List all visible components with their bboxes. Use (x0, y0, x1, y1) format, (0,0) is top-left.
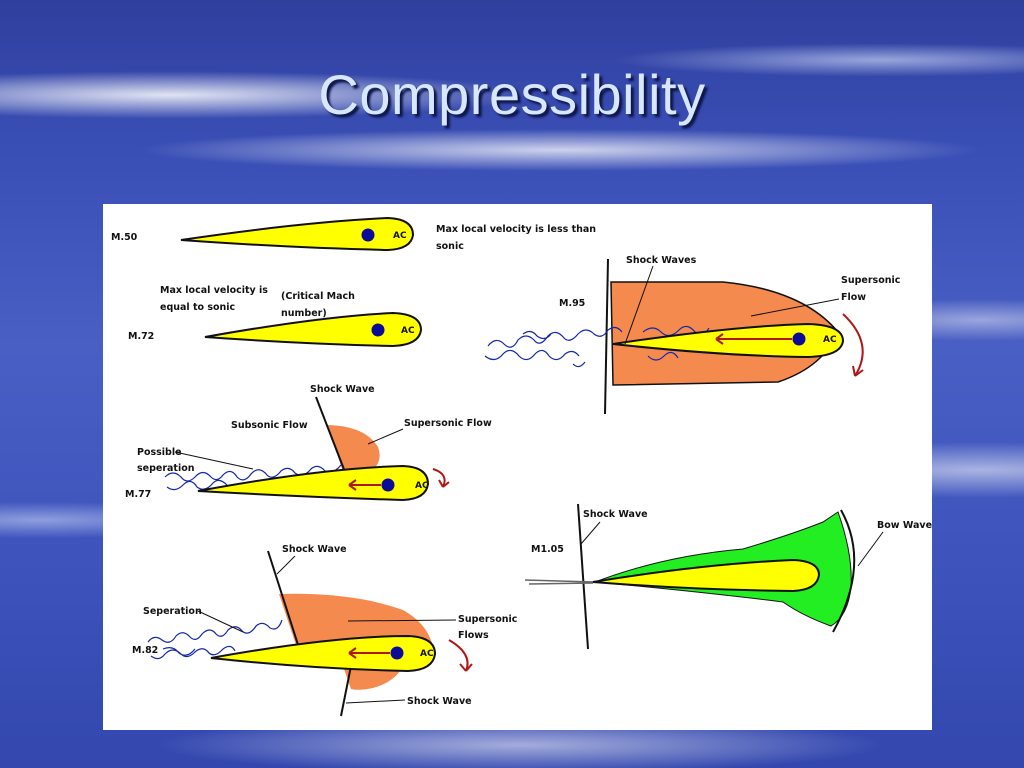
airfoil-m95 (612, 322, 845, 359)
force-arrowhead-m82 (348, 647, 357, 659)
note-m50-line2: sonic (436, 241, 464, 252)
supersonic-label-m82-line1: Supersonic (458, 614, 517, 625)
critical-mach-line2: number) (281, 308, 327, 319)
aerodynamic-center-m95 (792, 332, 806, 346)
ac-label-m82: AC (420, 649, 434, 659)
figure-m105: M1.05 Shock Wave Bow Wave (524, 503, 932, 650)
force-arrowhead-m95 (715, 333, 724, 345)
supersonic-leader-m82 (347, 619, 457, 622)
shock-wave-line-m82-bottom (340, 665, 352, 717)
mach-label-m77: M.77 (125, 489, 151, 500)
shock-leader-m105 (580, 521, 601, 545)
shock-wave-line-m82-top (267, 550, 301, 652)
shock-waves-label-m95: Shock Waves (626, 255, 697, 266)
turbulence-m82 (147, 619, 283, 660)
diagram-panel: AC M.50 Max local velocity is less than … (103, 204, 932, 730)
shock-leader-m95 (624, 265, 654, 345)
aerodynamic-center-m77 (381, 478, 395, 492)
shock-wave-label-m77: Shock Wave (310, 384, 375, 395)
critical-mach-line1: (Critical Mach (281, 291, 355, 302)
subsonic-flow-label-m77: Subsonic Flow (231, 420, 308, 431)
supersonic-label-m82-line2: Flows (458, 630, 489, 641)
supersonic-label-m95-line2: Flow (841, 292, 866, 303)
ac-label-m77: AC (415, 481, 429, 491)
airfoil-m50 (180, 216, 415, 252)
figure-m50: AC M.50 Max local velocity is less than … (111, 216, 596, 252)
supersonic-flow-label-m77: Supersonic Flow (404, 418, 492, 429)
shock-wave-line-m105 (577, 503, 589, 650)
supersonic-leader-m77 (367, 428, 404, 445)
shock-leader-m82-top (276, 555, 296, 575)
pitch-arrow-m82 (448, 639, 473, 672)
possible-separation-line2: seperation (137, 463, 195, 474)
pitch-arrow-m77 (432, 468, 450, 488)
bow-wave-label-m105: Bow Wave (877, 520, 932, 531)
compressibility-diagram: AC M.50 Max local velocity is less than … (111, 216, 932, 717)
aerodynamic-center-m50 (361, 228, 375, 242)
mach-label-m72: M.72 (128, 331, 154, 342)
ac-label-m72: AC (401, 326, 415, 336)
mach-label-m50: M.50 (111, 232, 138, 243)
figure-m72: AC M.72 Max local velocity is equal to s… (128, 285, 423, 348)
figure-m82: AC M.82 Shock Wave Shock Wave Seperation… (132, 544, 517, 717)
force-arrowhead-m77 (348, 479, 357, 491)
supersonic-region-m82-lower (343, 666, 403, 690)
separation-label-m82: Seperation (143, 606, 202, 617)
figure-m77: AC M.77 Shock Wave Subsonic Flow Superso… (125, 384, 492, 502)
separation-leader-m82 (197, 610, 244, 633)
note-m50-line1: Max local velocity is less than (436, 224, 596, 235)
note-m72-line1: Max local velocity is (160, 285, 268, 296)
slide-title: Compressibility (318, 63, 706, 126)
turbulence-m77 (164, 464, 342, 491)
ac-label-m50: AC (393, 231, 407, 241)
shock-leader-m82-bottom (345, 699, 406, 704)
ac-label-m95: AC (823, 335, 837, 345)
supersonic-leader-m95 (750, 298, 840, 317)
shock-wave-line-m95 (604, 258, 609, 415)
shock-wave-label-m105: Shock Wave (583, 509, 648, 520)
separation-leader-m77 (174, 451, 254, 470)
wake-m105 (524, 579, 594, 585)
mach-label-m95: M.95 (559, 298, 585, 309)
airfoil-m72 (204, 311, 423, 348)
pitch-arrow-m95 (842, 313, 864, 377)
bow-leader-m105 (857, 531, 884, 567)
airfoil-m82 (210, 634, 437, 673)
note-m72-line2: equal to sonic (160, 302, 235, 313)
supersonic-label-m95-line1: Supersonic (841, 275, 900, 286)
shock-wave-label-m82-bottom: Shock Wave (407, 696, 472, 707)
airfoil-m105 (592, 558, 821, 593)
possible-separation-line1: Possible (137, 447, 182, 458)
shock-wave-label-m82-top: Shock Wave (282, 544, 347, 555)
mach-label-m105: M1.05 (531, 544, 564, 555)
aerodynamic-center-m82 (390, 646, 404, 660)
aerodynamic-center-m72 (371, 323, 385, 337)
bow-wave-line-m105 (832, 509, 856, 633)
airfoil-m77 (197, 464, 430, 502)
shock-wave-line-m77 (315, 396, 346, 473)
mach-label-m82: M.82 (132, 645, 158, 656)
figure-m95: AC M.95 Shock Waves Supersonic Flow (484, 255, 900, 415)
turbulence-m95 (484, 326, 623, 368)
